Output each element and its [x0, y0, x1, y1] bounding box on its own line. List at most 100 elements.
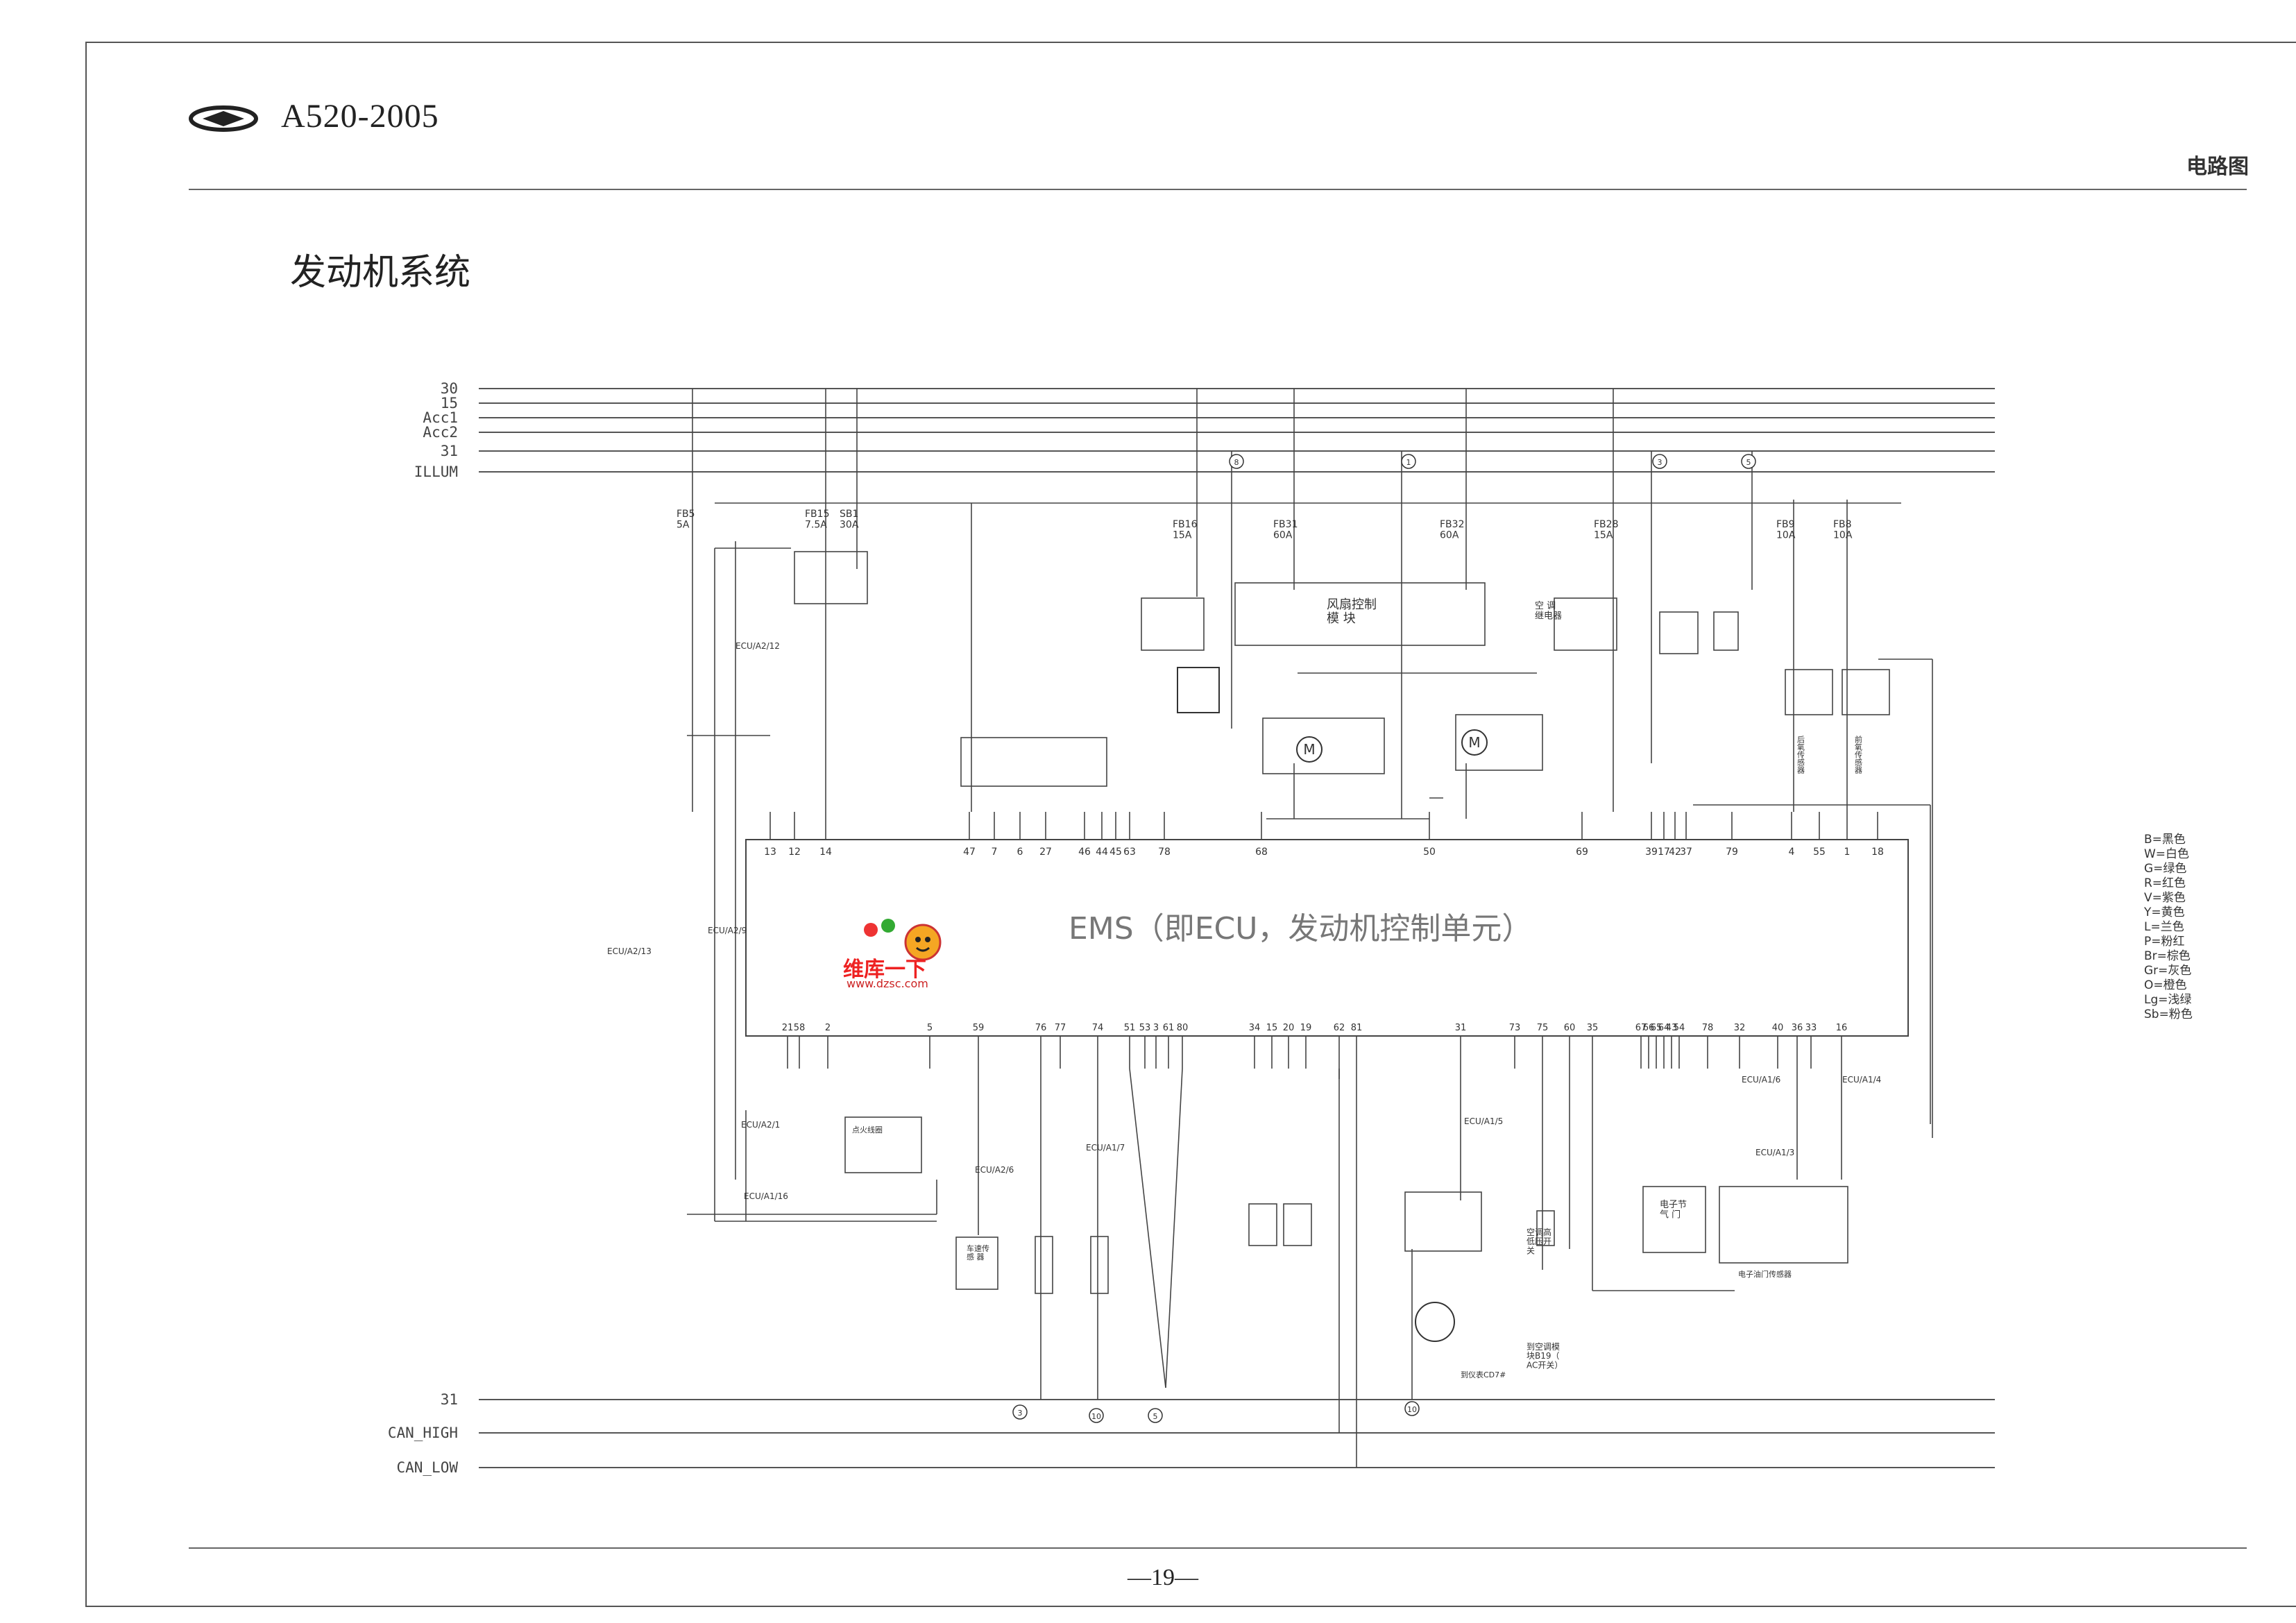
- motor-icon: [1296, 736, 1323, 763]
- legend-item: Br=棕色: [2144, 949, 2191, 963]
- legend-item: Y=黄色: [2144, 906, 2185, 919]
- ecu-bottom-pin: 74: [1092, 1023, 1104, 1033]
- ecu-top-pin: 37: [1680, 847, 1692, 858]
- bus-label: 30: [441, 380, 458, 397]
- ecu-bottom-pin: 3: [1153, 1023, 1159, 1033]
- bus-label: Acc1: [423, 409, 458, 426]
- ignition-coil-label: 点火线圈: [852, 1125, 883, 1135]
- ground-point-label: 3: [1018, 1409, 1023, 1418]
- doc-type-label: 电路图: [2186, 155, 2249, 179]
- ecu-bottom-pin: 19: [1300, 1023, 1312, 1033]
- ecu-top-pin: 68: [1255, 847, 1268, 858]
- ground-point-label: 10: [1091, 1412, 1101, 1421]
- motor-icon: [1461, 729, 1488, 756]
- ecu-top-pin: 78: [1158, 847, 1171, 858]
- ecu-bottom-pin: 75: [1537, 1023, 1549, 1033]
- brand-logo: [189, 105, 258, 132]
- ecu-bottom-pin: 20: [1283, 1023, 1295, 1033]
- front-o2-label: 前氧传感器: [1854, 735, 1863, 774]
- ecu-label: EMS（即ECU，发动机控制单元）: [1069, 911, 1532, 946]
- ecu-bottom-pin: 53: [1139, 1023, 1151, 1033]
- component-box: [1035, 1236, 1053, 1294]
- bus-label: 31: [441, 443, 458, 459]
- component-box: [960, 737, 1107, 787]
- connector-tag: ECU/A2/9: [708, 926, 747, 935]
- ecu-top-pin: 45: [1109, 847, 1122, 858]
- ecu-top-pin: 47: [963, 847, 976, 858]
- ecu-bottom-pin: 73: [1509, 1023, 1521, 1033]
- ecu-bottom-pin: 36: [1792, 1023, 1803, 1033]
- legend-item: Gr=灰色: [2144, 964, 2192, 978]
- ecu-bottom-pin: 31: [1455, 1023, 1467, 1033]
- component-box: [1455, 714, 1543, 771]
- gauge-icon: [1415, 1302, 1455, 1342]
- ecu-bottom-pin: 15: [1266, 1023, 1278, 1033]
- component-box: [1404, 1191, 1482, 1252]
- ecu-bottom-pin: 2: [825, 1023, 831, 1033]
- ecu-bottom-pin: 5: [927, 1023, 933, 1033]
- ecu-bottom-pin: 60: [1564, 1023, 1576, 1033]
- instrument-ref-label: 到仪表CD7#: [1461, 1370, 1506, 1379]
- watermark-mascot-icon: [864, 919, 942, 961]
- motor-label: M: [1303, 741, 1315, 758]
- watermark: 维库一下 www.dzsc.com: [843, 916, 954, 990]
- bus-label: 15: [441, 395, 458, 411]
- ground-point-icon: [1089, 1408, 1104, 1423]
- ecu-top-pin: 55: [1813, 847, 1826, 858]
- connector-tag: ECU/A1/16: [744, 1191, 788, 1201]
- component-box: [844, 1116, 922, 1173]
- ecu-bottom-pin: 80: [1177, 1023, 1189, 1033]
- ecu-top-pin: 39: [1645, 847, 1658, 858]
- ecu-bottom-pin: 59: [973, 1023, 985, 1033]
- ecu-bottom-pin: 21: [782, 1023, 794, 1033]
- connector-tag: ECU/A2/13: [607, 946, 652, 956]
- component-box: [1642, 1186, 1706, 1253]
- bus-label: ILLUM: [414, 464, 458, 480]
- ground-point-label: 5: [1153, 1412, 1158, 1421]
- legend-item: V=紫色: [2144, 891, 2186, 905]
- ground-point-label: 10: [1407, 1405, 1417, 1414]
- component-box: [1659, 611, 1699, 654]
- bus-ref-icon: [1652, 454, 1667, 469]
- component-box: [1554, 597, 1617, 651]
- ground-point-icon: [1148, 1408, 1163, 1423]
- ecu-top-pin: 46: [1078, 847, 1091, 858]
- component-box: [794, 551, 868, 604]
- ecu-bottom-pin: 77: [1055, 1023, 1066, 1033]
- footer-rule: [189, 1547, 2247, 1549]
- ecu-box: [745, 839, 1909, 1037]
- bus-ref-icon: [1401, 454, 1416, 469]
- bus-label: Acc2: [423, 424, 458, 441]
- ecu-top-pin: 1: [1844, 847, 1851, 858]
- bus-ref-label: 3: [1658, 458, 1663, 467]
- ecu-bottom-pin: 40: [1772, 1023, 1784, 1033]
- ecu-top-pin: 69: [1576, 847, 1588, 858]
- watermark-brand: 维库一下: [843, 958, 926, 982]
- fan-control-label: 风扇控制模 块: [1327, 597, 1377, 626]
- ecu-bottom-pin: 35: [1587, 1023, 1599, 1033]
- connector-tag: ECU/A1/5: [1464, 1116, 1503, 1126]
- legend-item: Sb=粉色: [2144, 1008, 2193, 1021]
- component-box: [1090, 1236, 1109, 1294]
- ecu-top-pin: 42: [1669, 847, 1681, 858]
- ecu-top-pin: 44: [1096, 847, 1108, 858]
- legend-item: L=兰色: [2144, 920, 2184, 934]
- legend-item: O=橙色: [2144, 978, 2187, 992]
- component-box: [1713, 611, 1739, 651]
- legend-item: B=黑色: [2144, 833, 2186, 847]
- ecu-top-pin: 12: [788, 847, 801, 858]
- ecu-top-pin: 6: [1017, 847, 1023, 858]
- pedal-sensor-label: 电子油门传感器: [1738, 1269, 1792, 1279]
- ac-module-ref-label: 到空调模块B19（AC开关）: [1527, 1342, 1563, 1370]
- connector-tag: ECU/A1/7: [1086, 1143, 1125, 1153]
- ground-point-icon: [1012, 1404, 1028, 1420]
- ecu-top-pin: 17: [1658, 847, 1670, 858]
- bus-label: 31: [441, 1391, 458, 1408]
- ecu-bottom-pin: 66: [1643, 1023, 1655, 1033]
- ecu-bottom-pin: 67: [1635, 1023, 1647, 1033]
